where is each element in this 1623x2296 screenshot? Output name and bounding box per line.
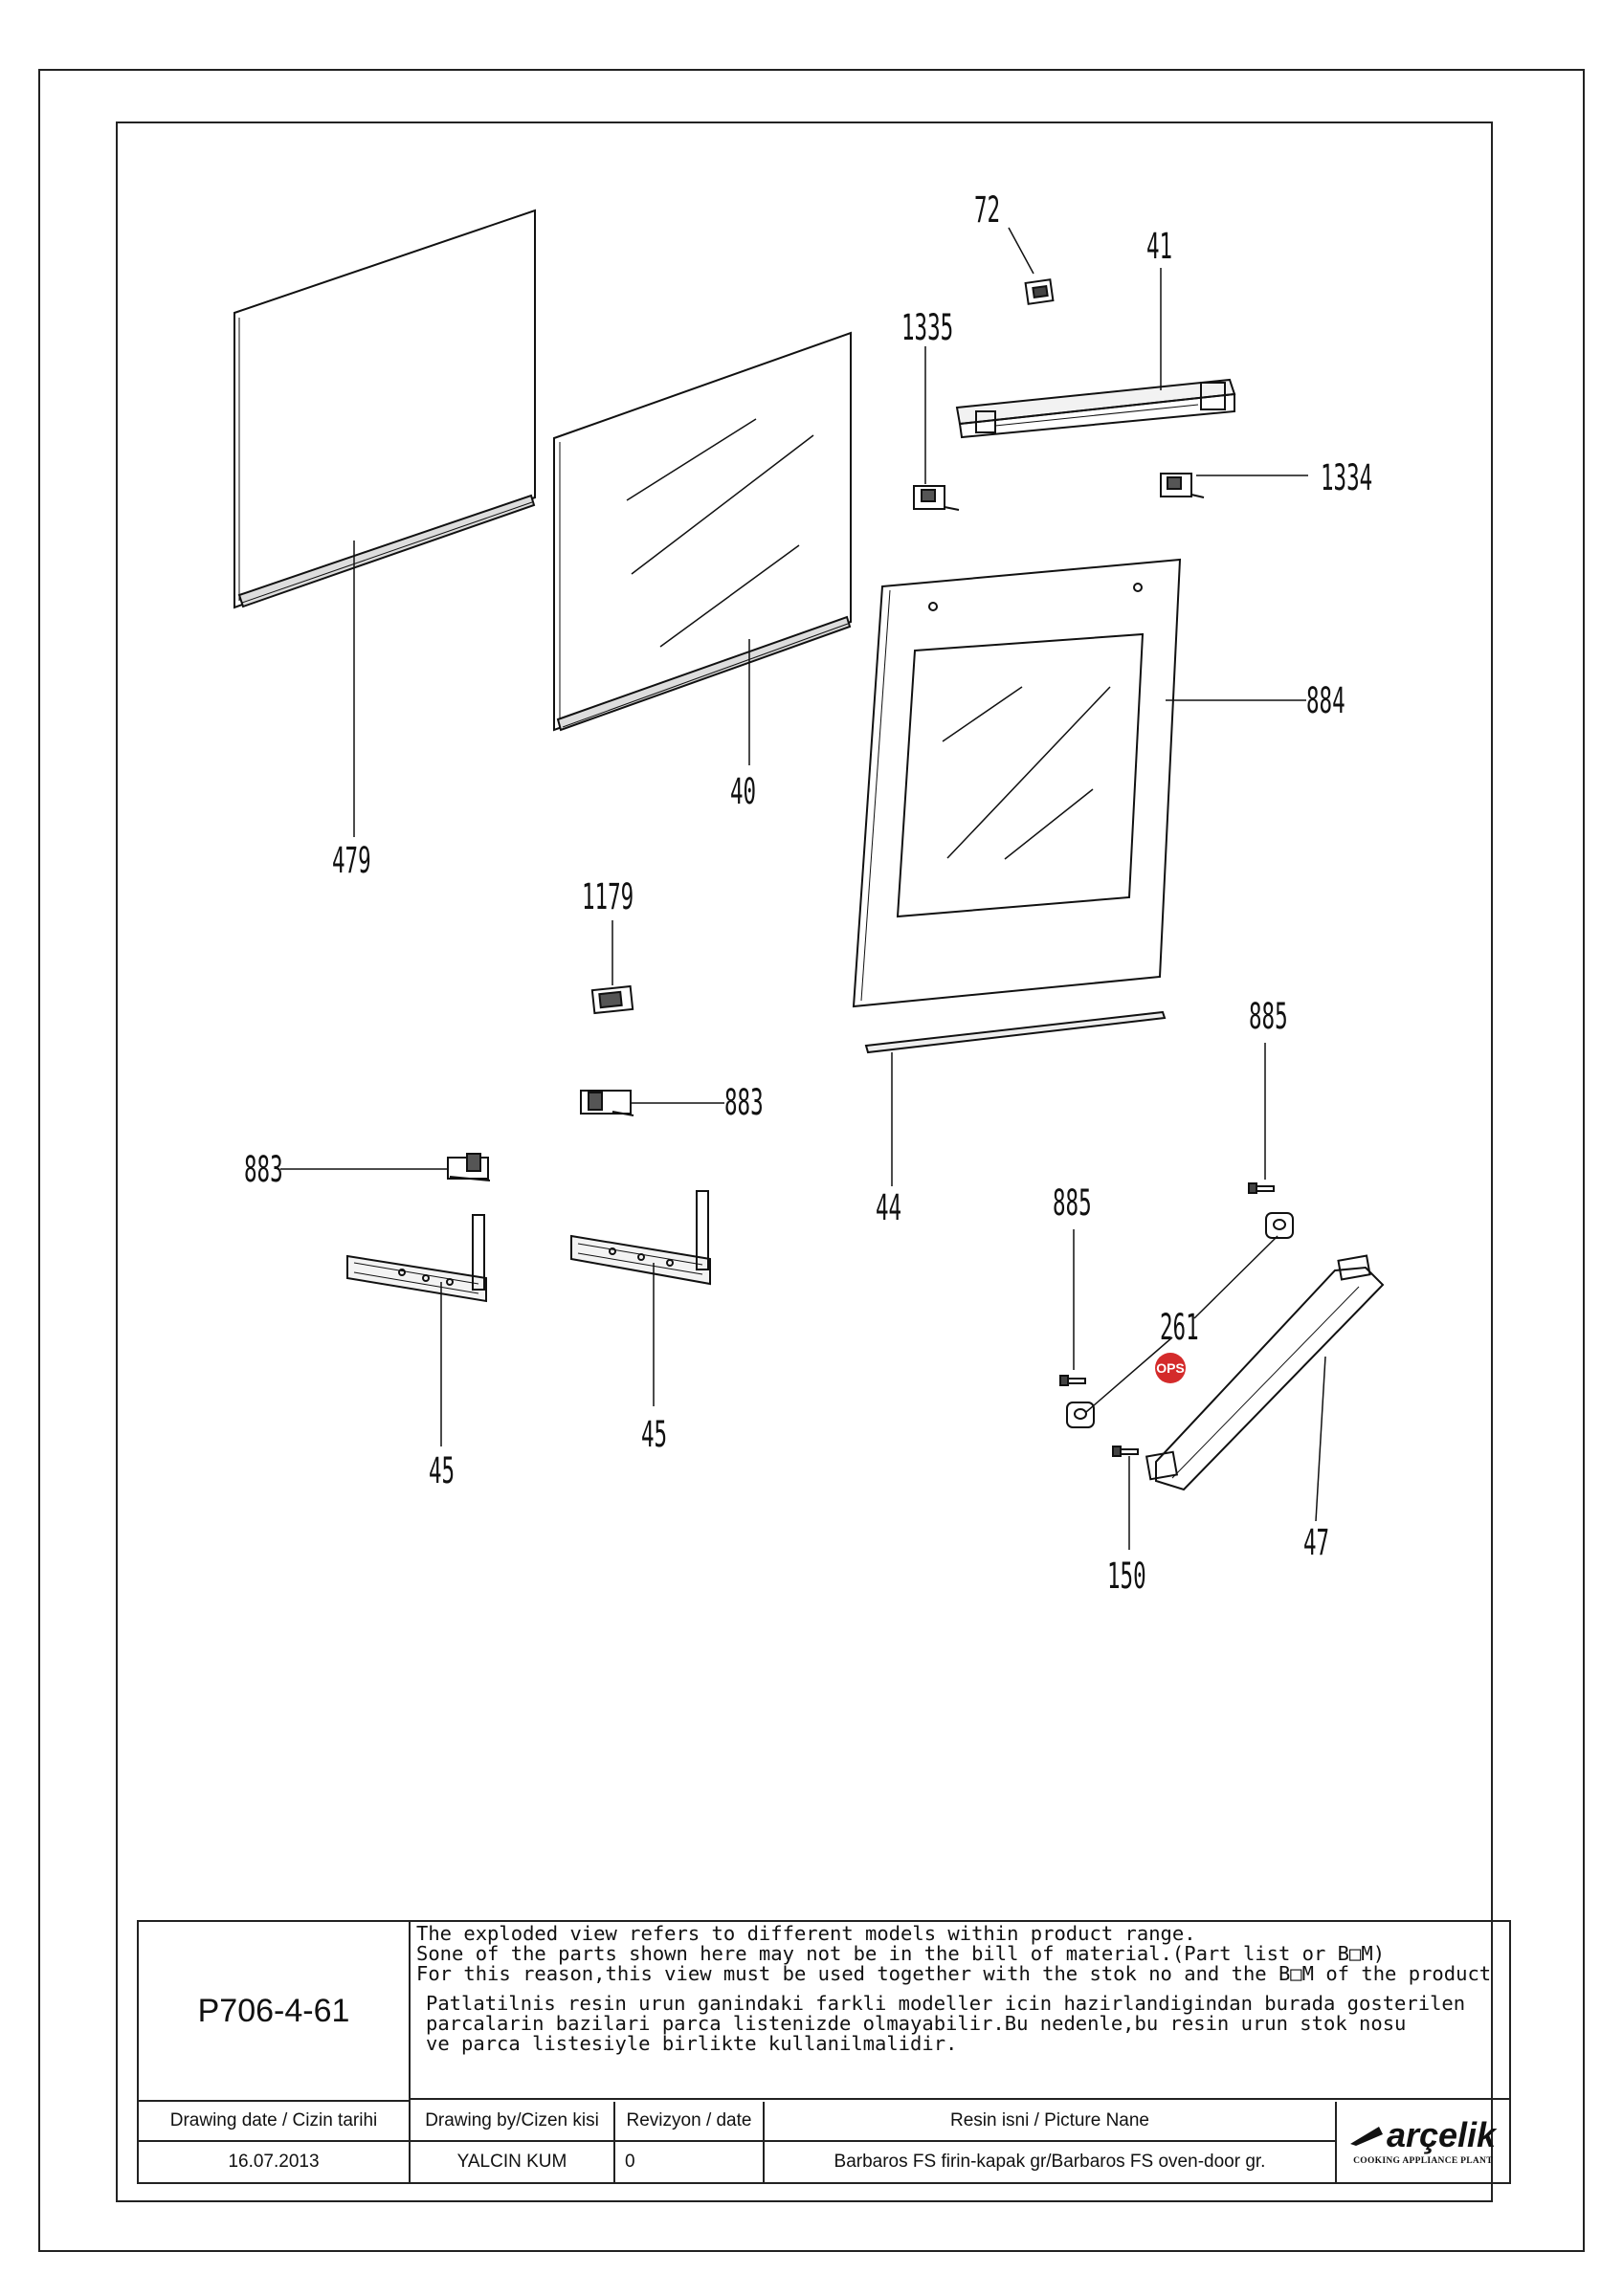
- logo-wordmark: arçelik: [1349, 2115, 1497, 2154]
- drawing-frame: [116, 121, 1493, 2202]
- bracket-1335: [913, 485, 960, 511]
- part-label-41: 41: [1146, 226, 1172, 268]
- hinge-45-left: [346, 1214, 487, 1303]
- screw-885-lower: [1059, 1375, 1086, 1386]
- bracket-1334: [1160, 473, 1205, 498]
- part-label-72: 72: [974, 189, 1000, 232]
- note-line: ve parca listesiyle birlikte kullanilmal…: [426, 2032, 958, 2055]
- door-handle-47: [1145, 1254, 1385, 1491]
- clip-1179: [590, 984, 634, 1015]
- note-line: For this reason,this view must be used t…: [416, 1962, 1492, 1985]
- hinge-45-right: [570, 1190, 711, 1286]
- part-label-47: 47: [1303, 1522, 1329, 1564]
- ops-badge-label: OPS: [1156, 1360, 1185, 1376]
- drawing-by-value: YALCIN KUM: [411, 2142, 615, 2182]
- part-label-45-right: 45: [641, 1414, 667, 1456]
- outer-door-884: [852, 558, 1182, 1008]
- notes-english: The exploded view refers to different mo…: [416, 1924, 1503, 1984]
- note-line: Patlatilnis resin urun ganindaki farkli …: [426, 1992, 1466, 2015]
- part-label-883-left: 883: [244, 1149, 283, 1191]
- part-label-44: 44: [876, 1187, 901, 1229]
- document-number: P706-4-61: [139, 1922, 411, 2102]
- door-strip-44: [864, 1010, 1167, 1054]
- note-line: parcalarin bazilari parca listenizde olm…: [426, 2012, 1407, 2035]
- note-line: The exploded view refers to different mo…: [416, 1922, 1196, 1945]
- drawing-date-header: Drawing date / Cizin tarihi: [139, 2102, 411, 2142]
- logo-subtitle: COOKING APPLIANCE PLANT: [1353, 2156, 1493, 2166]
- revision-header: Revizyon / date: [615, 2102, 765, 2142]
- notes-turkish: Patlatilnis resin urun ganindaki farkli …: [416, 1994, 1503, 2054]
- title-block: P706-4-61 The exploded view refers to di…: [137, 1920, 1511, 2184]
- part-label-885-upper: 885: [1249, 996, 1288, 1038]
- clip-72: [1024, 278, 1055, 305]
- part-label-45-left: 45: [429, 1450, 455, 1492]
- handle-support-261-lower: [1066, 1402, 1095, 1428]
- bracket-883-left: [447, 1153, 491, 1181]
- part-label-40: 40: [730, 771, 756, 813]
- part-label-1335: 1335: [901, 307, 953, 349]
- part-label-261: 261: [1160, 1307, 1199, 1349]
- part-label-150: 150: [1107, 1556, 1146, 1598]
- screw-150: [1112, 1446, 1139, 1457]
- drawing-by-header: Drawing by/Cizen kisi: [411, 2102, 615, 2142]
- logo-swoosh-icon: [1349, 2127, 1383, 2146]
- notes-section: The exploded view refers to different mo…: [411, 1922, 1509, 2100]
- top-profile-41: [955, 378, 1236, 439]
- part-label-884: 884: [1306, 680, 1345, 722]
- part-label-1334: 1334: [1321, 457, 1372, 499]
- drawing-date-value: 16.07.2013: [139, 2142, 411, 2182]
- picture-name-header: Resin isni / Picture Nane: [765, 2102, 1337, 2142]
- picture-name-value: Barbaros FS firin-kapak gr/Barbaros FS o…: [765, 2142, 1337, 2182]
- glass-panel-40: [553, 331, 852, 732]
- handle-support-261-upper: [1265, 1212, 1294, 1239]
- bracket-883-right: [580, 1090, 634, 1116]
- logo-text: arçelik: [1386, 2115, 1497, 2154]
- part-label-1179: 1179: [582, 876, 634, 918]
- glass-panel-479: [233, 209, 536, 609]
- part-label-479: 479: [332, 840, 371, 882]
- screw-885-upper: [1248, 1182, 1275, 1194]
- part-label-883-right: 883: [724, 1082, 764, 1124]
- ops-badge: OPS: [1155, 1353, 1186, 1383]
- revision-value: 0: [615, 2142, 765, 2182]
- note-line: Sone of the parts shown here may not be …: [416, 1942, 1386, 1965]
- part-label-885-lower: 885: [1053, 1182, 1092, 1225]
- company-logo: arçelik COOKING APPLIANCE PLANT: [1337, 2102, 1509, 2182]
- page-border: [38, 69, 1585, 2252]
